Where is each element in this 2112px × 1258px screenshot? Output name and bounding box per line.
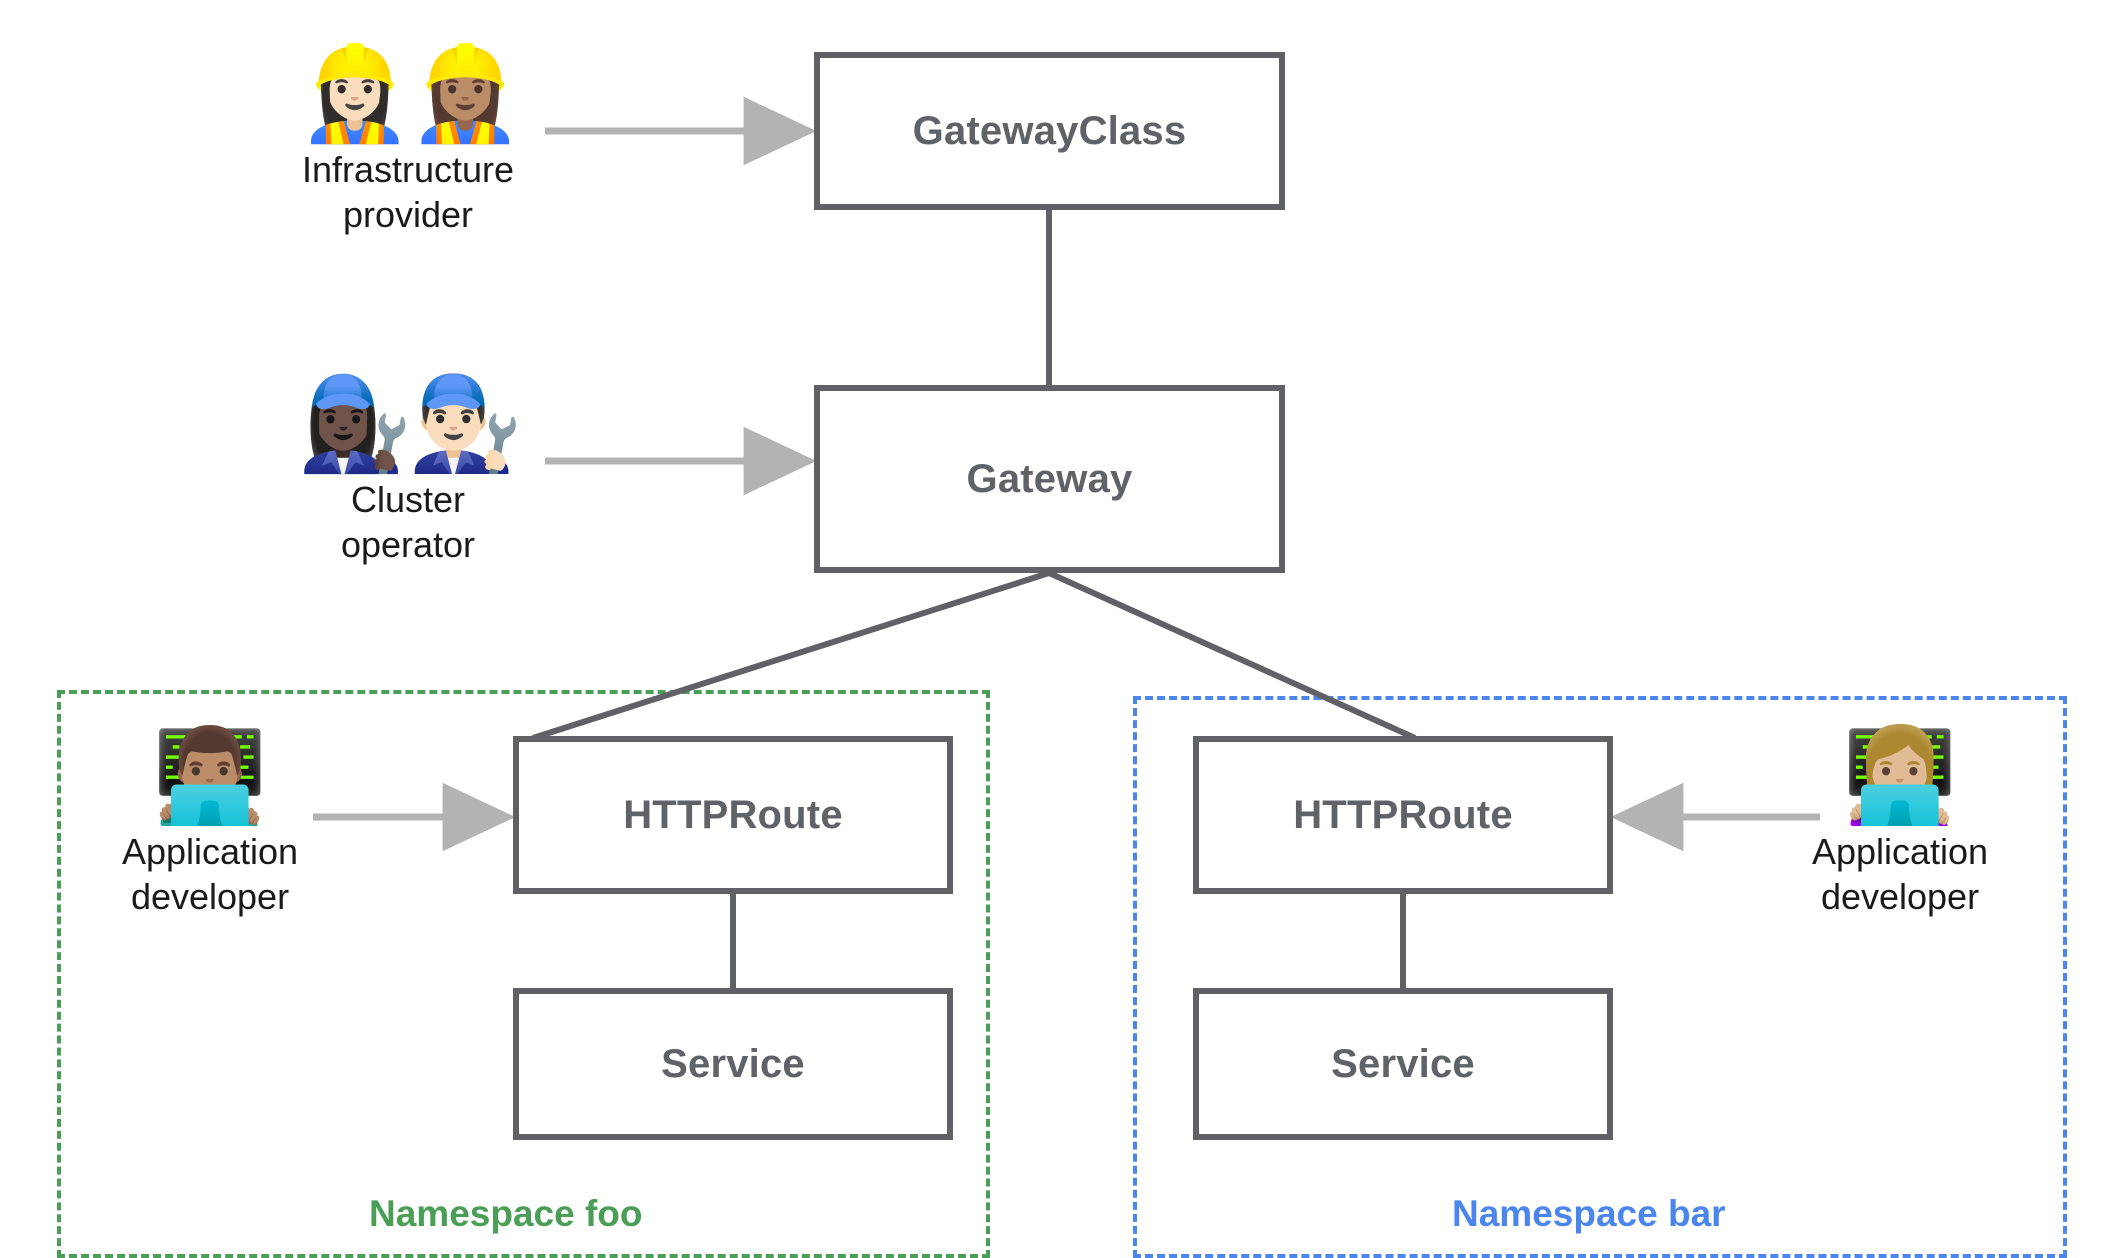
persona-infrastructure-provider-label: Infrastructure provider [301,149,515,235]
persona-application-developer-bar-label: Application developer [1811,831,1989,917]
namespace-label-bar: Namespace bar [1452,1193,1726,1234]
node-gatewayclass-label: GatewayClass [912,108,1187,153]
namespace-region-foo [57,690,990,1258]
node-service-foo[interactable]: Service [513,988,953,1140]
persona-application-developer-bar: 👩🏼‍💻 Application developer [1790,730,2010,919]
construction-worker-icon: 👷🏻‍♀️👷🏽‍♀️ [297,40,522,147]
persona-cluster-operator: 👩🏿‍🔧👨🏻‍🔧 Cluster operator [268,378,548,567]
persona-application-developer-foo: 👨🏽‍💻 Application developer [100,730,320,919]
node-httproute-bar[interactable]: HTTPRoute [1193,736,1613,894]
mechanic-icon: 👩🏿‍🔧👨🏻‍🔧 [297,370,522,477]
node-gateway-label: Gateway [966,456,1133,501]
namespace-label-foo: Namespace foo [369,1193,643,1234]
persona-application-developer-foo-label: Application developer [121,831,299,917]
node-httproute-bar-label: HTTPRoute [1293,792,1513,837]
node-httproute-foo-label: HTTPRoute [623,792,843,837]
node-service-bar[interactable]: Service [1193,988,1613,1140]
node-gatewayclass[interactable]: GatewayClass [814,52,1285,210]
node-service-bar-label: Service [1331,1041,1475,1086]
persona-cluster-operator-label: Cluster operator [340,479,476,565]
node-gateway[interactable]: Gateway [814,385,1285,573]
node-service-foo-label: Service [661,1041,805,1086]
node-httproute-foo[interactable]: HTTPRoute [513,736,953,894]
persona-infrastructure-provider: 👷🏻‍♀️👷🏽‍♀️ Infrastructure provider [268,48,548,237]
namespace-region-bar [1133,696,2067,1258]
technologist-icon: 👨🏽‍💻 [152,722,268,829]
technologist-icon: 👩🏼‍💻 [1842,722,1958,829]
